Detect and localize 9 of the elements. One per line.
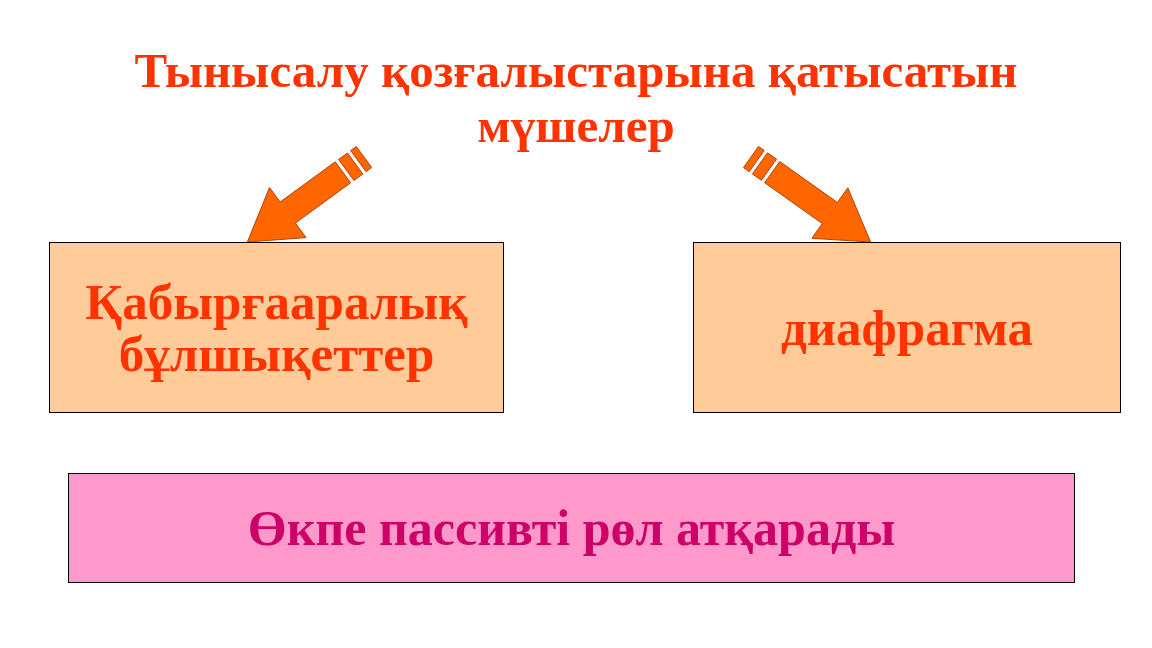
- process-box: [49, 242, 504, 413]
- box-label: Қабырғааралық бұлшықеттер: [84, 272, 469, 384]
- note-box: [68, 473, 1075, 583]
- box-label: диафрагма: [780, 298, 1034, 358]
- process-box: [693, 242, 1121, 413]
- title-text: Тынысалу қозғалыстарына қатысатын мүшелер: [133, 43, 1019, 155]
- block-arrow: [743, 145, 872, 243]
- block-arrow: [246, 146, 373, 243]
- box-label: Өкпе пассивті рөл атқарады: [247, 499, 896, 558]
